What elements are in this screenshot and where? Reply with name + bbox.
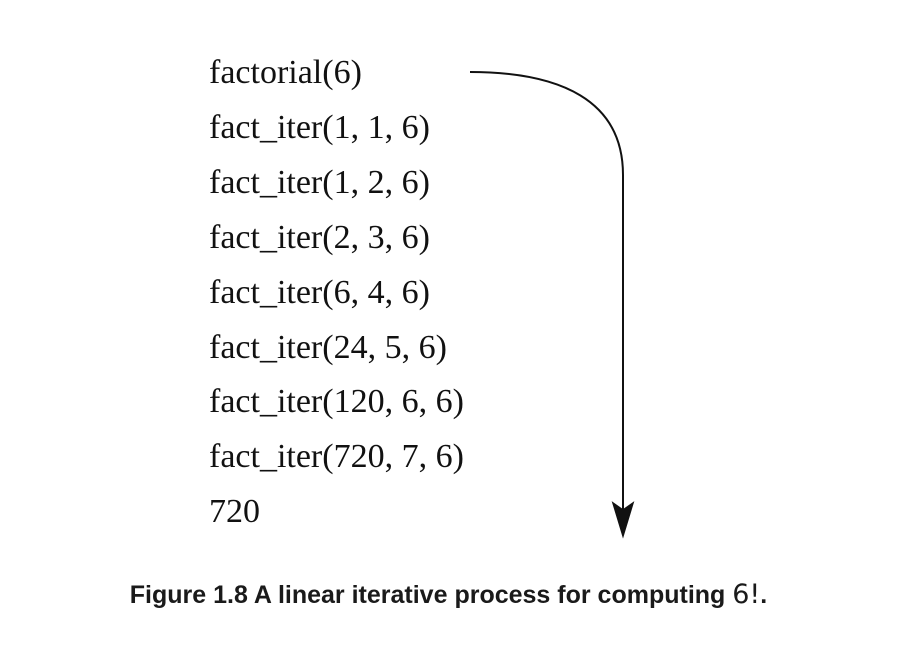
iteration-step: fact_iter(720, 7, 6) [209, 438, 464, 476]
iteration-step: fact_iter(2, 3, 6) [209, 218, 430, 256]
caption-tail: . [760, 581, 768, 609]
arrow-head-icon [611, 501, 635, 539]
caption-label: Figure 1.8 A linear iterative process fo… [129, 581, 733, 609]
iteration-step: fact_iter(1, 1, 6) [209, 108, 430, 146]
final-result: 720 [209, 493, 260, 531]
iteration-step: fact_iter(6, 4, 6) [209, 273, 430, 311]
arrow-curve [469, 71, 624, 510]
iteration-step: fact_iter(24, 5, 6) [209, 328, 447, 366]
caption-math: 6! [732, 579, 761, 610]
iteration-step: fact_iter(120, 6, 6) [209, 383, 464, 421]
initial-call: factorial(6) [209, 54, 362, 91]
figure-caption: Figure 1.8 A linear iterative process fo… [0, 578, 897, 612]
iteration-step: fact_iter(1, 2, 6) [209, 163, 430, 201]
